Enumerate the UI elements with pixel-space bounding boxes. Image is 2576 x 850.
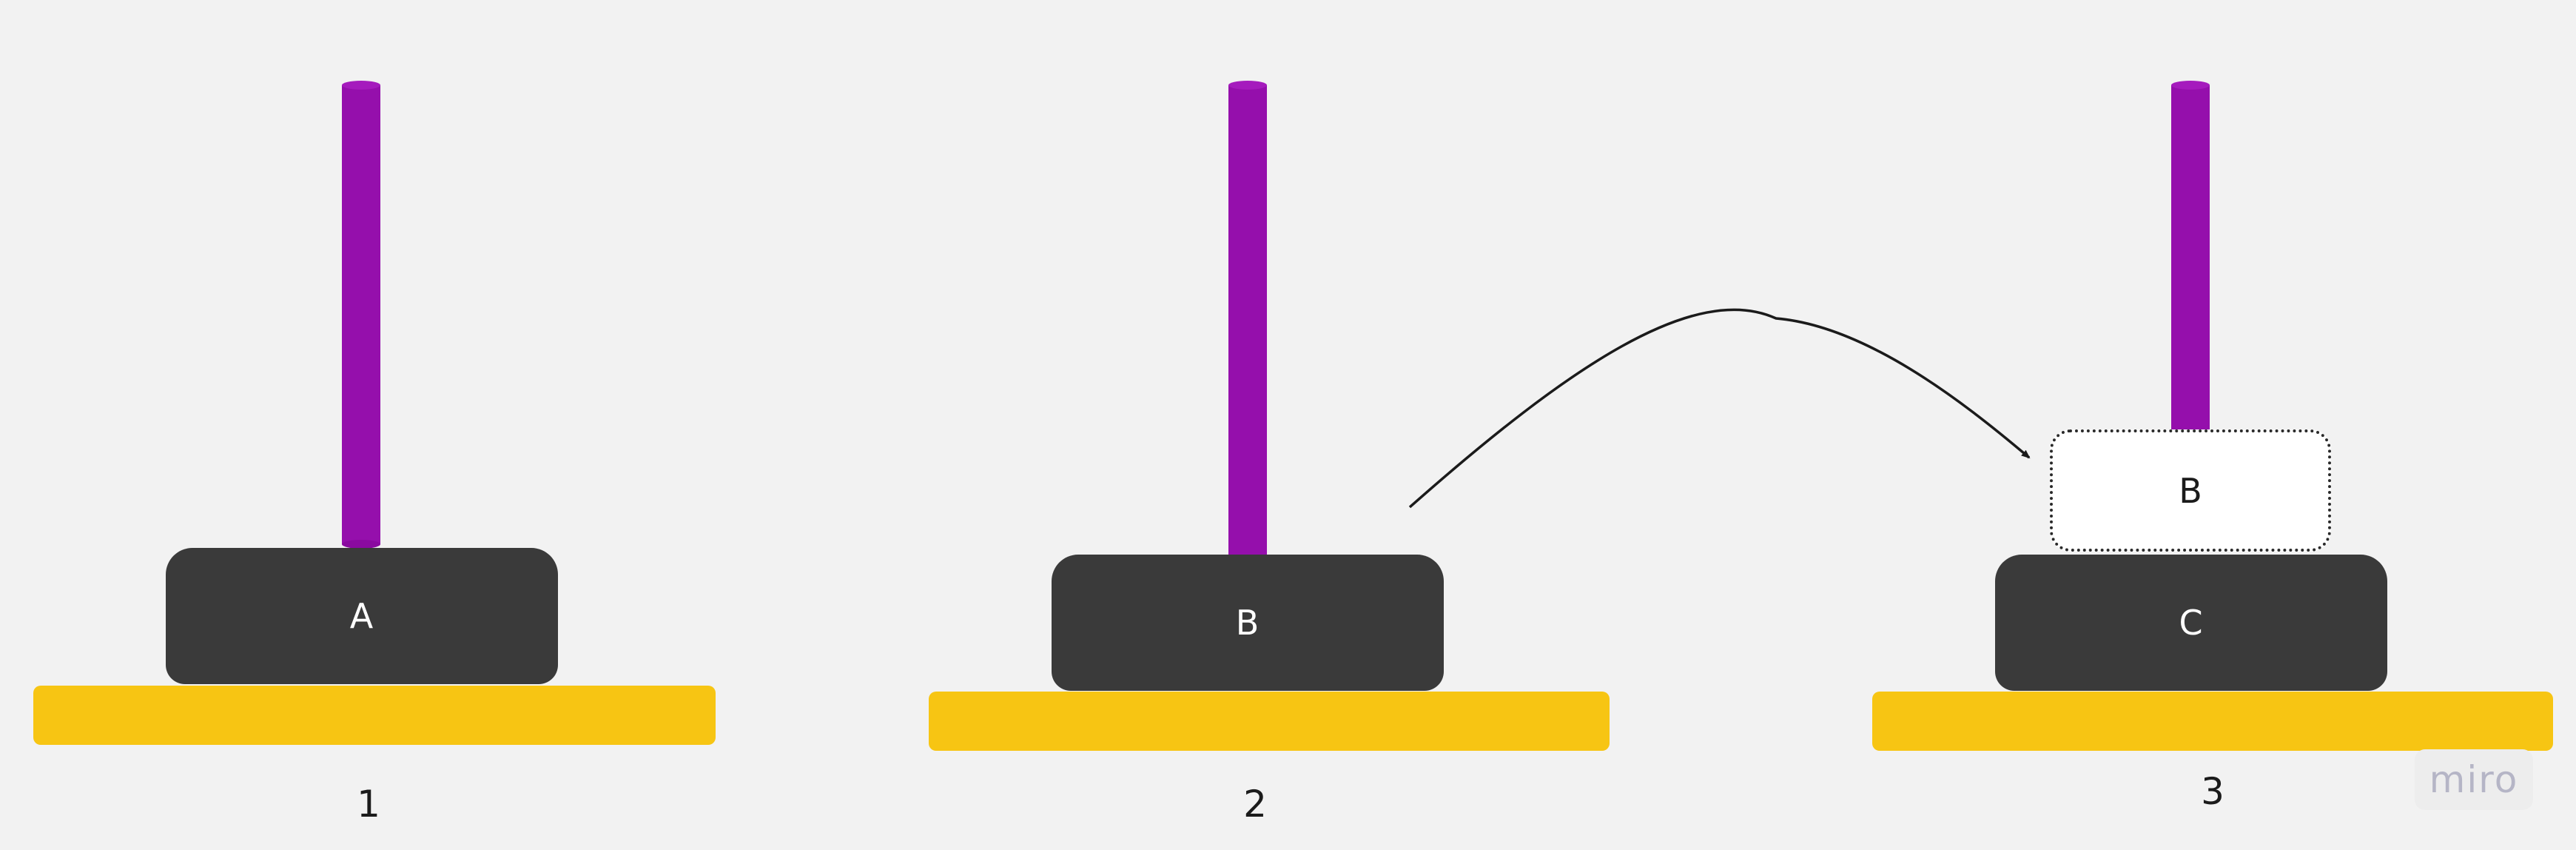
disk-a: A xyxy=(166,548,558,684)
disk-label: C xyxy=(2179,603,2204,643)
disk-label: A xyxy=(349,596,374,636)
peg-2-base xyxy=(929,692,1610,751)
miro-watermark: miro xyxy=(2415,749,2533,810)
disk-label: B xyxy=(2179,470,2202,511)
rod-cap-bottom xyxy=(342,540,380,549)
watermark-text: miro xyxy=(2429,758,2519,801)
rod-cap-top xyxy=(1228,81,1267,90)
peg-3-label: 3 xyxy=(2201,770,2224,813)
disk-b: B xyxy=(1052,555,1444,691)
rod-cap-top xyxy=(2171,81,2210,90)
rod-cap-top xyxy=(342,81,380,90)
peg-1-rod xyxy=(342,81,380,549)
peg-1-base xyxy=(33,686,716,745)
peg-2-rod xyxy=(1228,81,1267,556)
ghost-disk-b: B xyxy=(2050,429,2331,552)
disk-label: B xyxy=(1235,603,1260,643)
peg-2-label: 2 xyxy=(1243,783,1267,826)
peg-3-base xyxy=(1872,692,2553,751)
disk-c: C xyxy=(1995,555,2387,691)
peg-3-rod xyxy=(2171,81,2210,433)
peg-1-label: 1 xyxy=(357,783,380,826)
move-arrow-path xyxy=(1408,308,2031,509)
